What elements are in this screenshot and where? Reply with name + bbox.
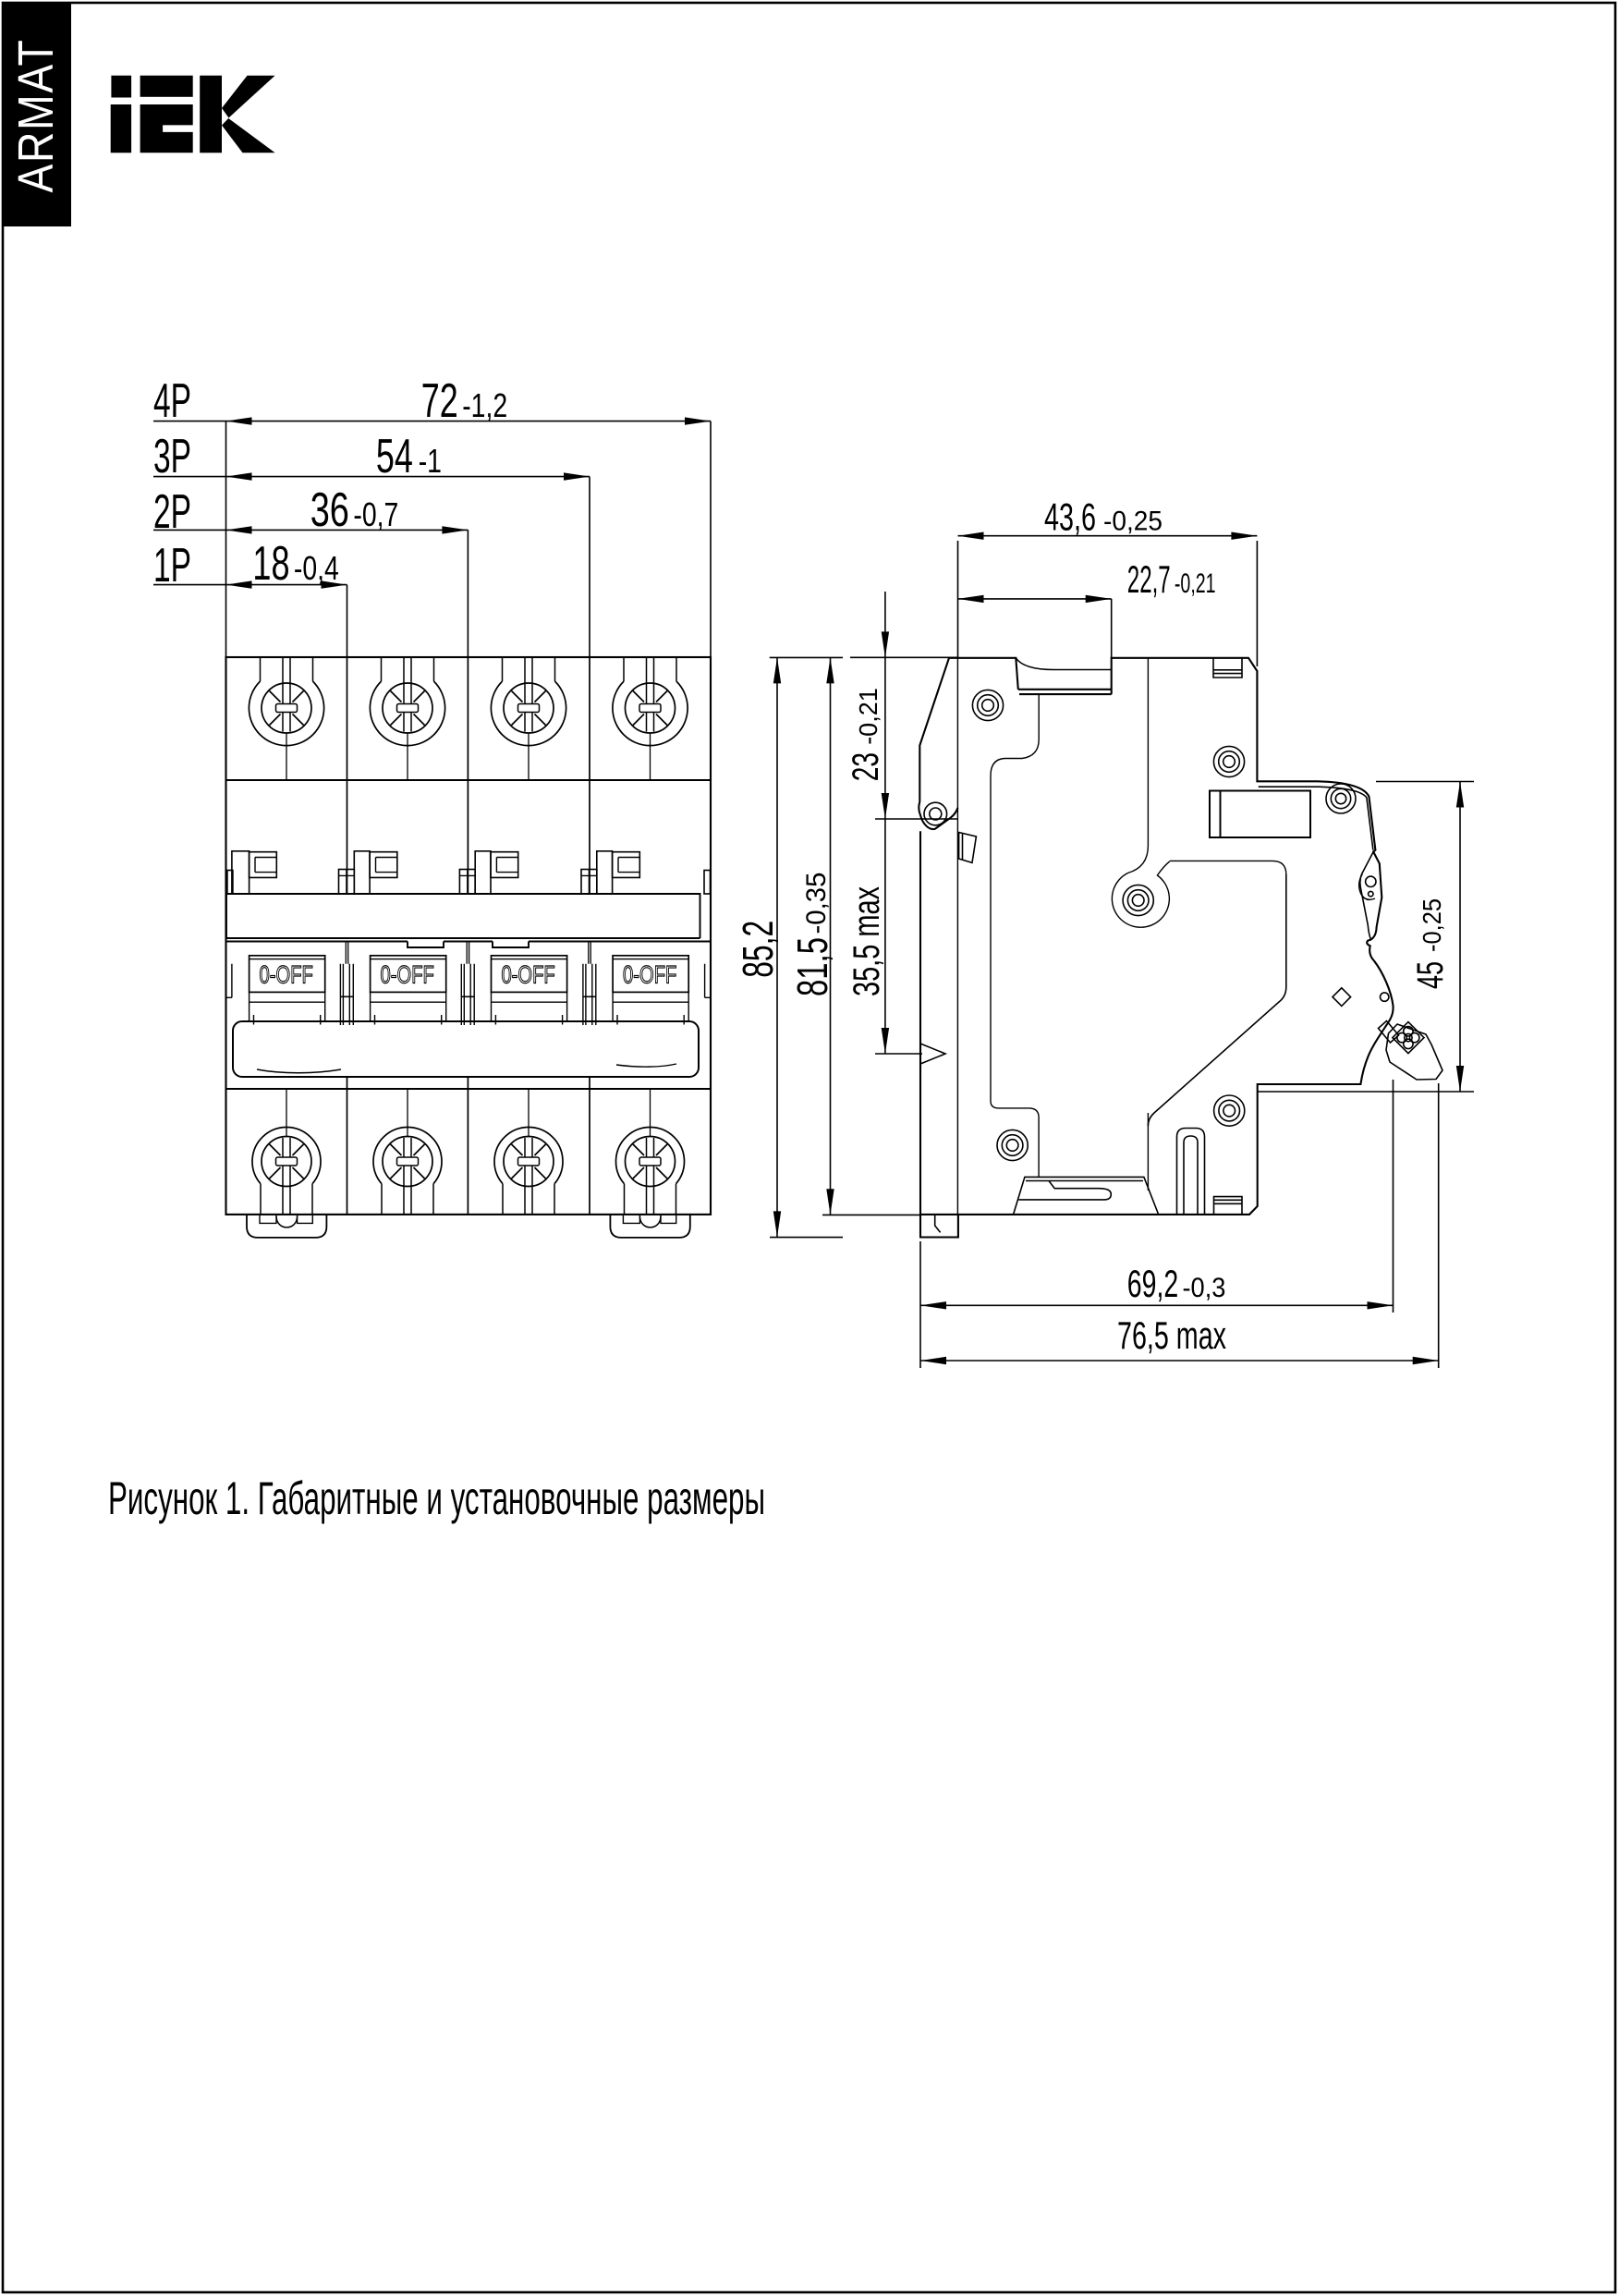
svg-text:69,2: 69,2 xyxy=(1127,1262,1178,1305)
svg-text:85,2: 85,2 xyxy=(734,921,782,978)
svg-text:18: 18 xyxy=(252,537,289,591)
svg-text:-0,21: -0,21 xyxy=(854,688,883,745)
svg-text:ARMAT: ARMAT xyxy=(8,39,64,193)
svg-text:-1: -1 xyxy=(419,442,442,480)
svg-text:-0,25: -0,25 xyxy=(1418,898,1446,952)
svg-text:-0,25: -0,25 xyxy=(1103,506,1163,536)
svg-text:36: 36 xyxy=(310,483,349,537)
svg-text:4P: 4P xyxy=(153,374,191,428)
svg-text:22,7: 22,7 xyxy=(1127,557,1171,601)
svg-text:0-OFF: 0-OFF xyxy=(623,961,676,989)
svg-text:0-OFF: 0-OFF xyxy=(381,961,434,989)
svg-text:0-OFF: 0-OFF xyxy=(260,961,313,989)
svg-text:0-OFF: 0-OFF xyxy=(501,961,554,989)
svg-text:35,5 max: 35,5 max xyxy=(846,886,887,996)
svg-text:-0,4: -0,4 xyxy=(294,549,339,587)
svg-text:72: 72 xyxy=(421,374,458,428)
svg-text:Рисунок 1. Габаритные и устано: Рисунок 1. Габаритные и установочные раз… xyxy=(108,1472,765,1524)
svg-text:-1,2: -1,2 xyxy=(462,386,507,424)
svg-text:2P: 2P xyxy=(153,485,191,539)
svg-text:43,6: 43,6 xyxy=(1044,495,1096,538)
svg-text:-0,21: -0,21 xyxy=(1175,568,1216,599)
svg-text:76,5 max: 76,5 max xyxy=(1117,1313,1226,1357)
svg-text:-0,35: -0,35 xyxy=(801,873,832,934)
svg-text:-0,3: -0,3 xyxy=(1183,1273,1226,1303)
svg-text:-0,7: -0,7 xyxy=(353,495,398,533)
svg-text:1P: 1P xyxy=(153,539,191,592)
svg-text:3P: 3P xyxy=(153,430,191,483)
svg-text:45: 45 xyxy=(1410,961,1451,989)
svg-text:81,5: 81,5 xyxy=(788,937,836,996)
svg-text:54: 54 xyxy=(376,430,413,483)
svg-text:23: 23 xyxy=(846,752,886,781)
